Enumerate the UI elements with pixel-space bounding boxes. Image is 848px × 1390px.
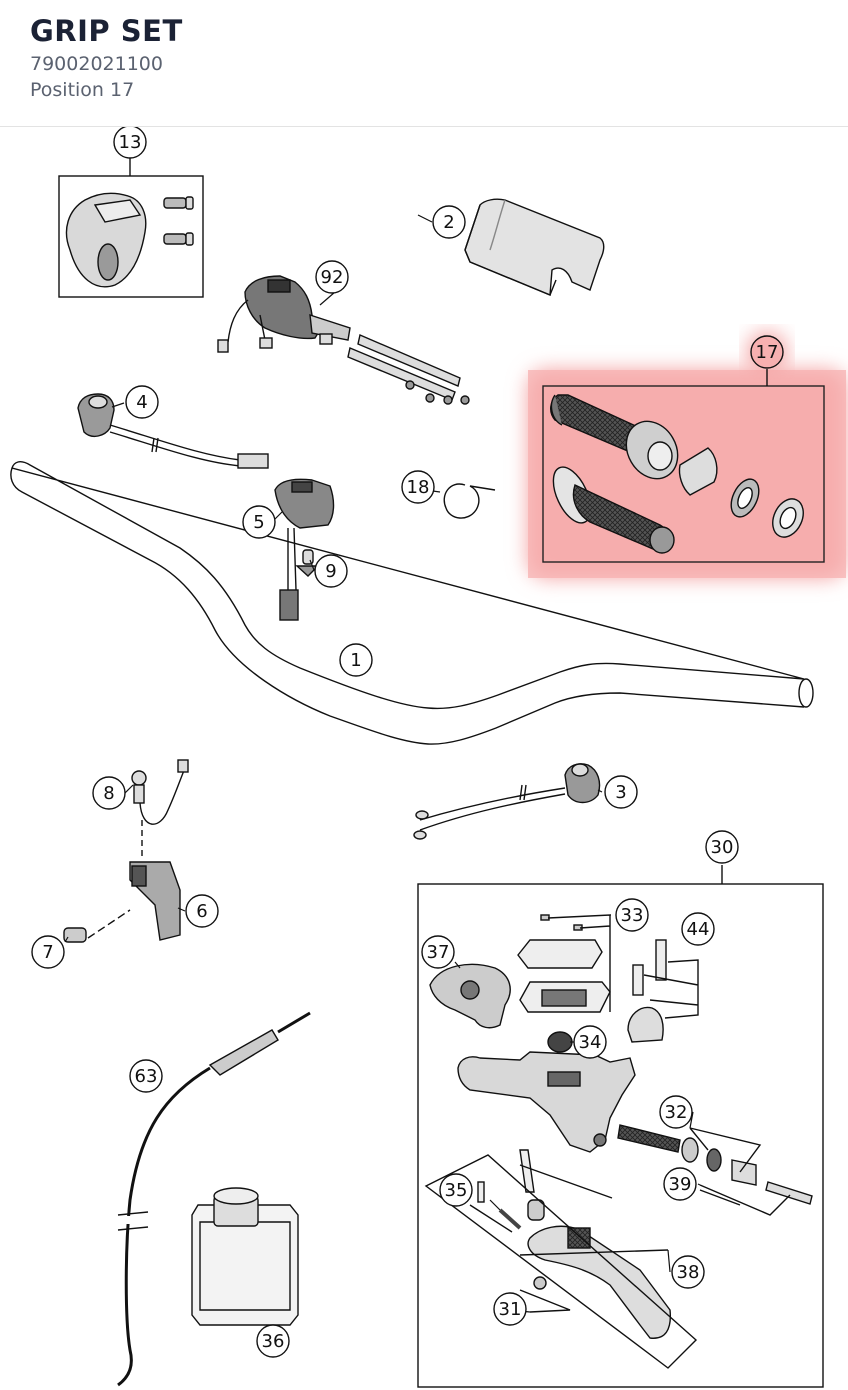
svg-text:44: 44: [687, 919, 710, 940]
callout-17[interactable]: 17: [750, 335, 784, 369]
part-4-drawing: [77, 393, 269, 469]
svg-text:9: 9: [325, 561, 336, 582]
exploded-parts-diagram: 13 2 92 17 4 18 5 9 1 8 3 6 7 30 33 44 3…: [0, 127, 848, 1390]
part-36-drawing: [191, 1187, 299, 1326]
callout-3[interactable]: 3: [604, 775, 638, 809]
part-63-drawing: [117, 1011, 311, 1387]
callout-7[interactable]: 7: [31, 935, 65, 969]
svg-text:39: 39: [669, 1174, 692, 1195]
callout-18[interactable]: 18: [401, 470, 435, 504]
part-6-drawing: [87, 820, 181, 941]
diagram-svg: 13 2 92 17 4 18 5 9 1 8 3 6 7 30 33 44 3…: [10, 127, 846, 1388]
svg-text:92: 92: [321, 267, 344, 288]
svg-text:6: 6: [196, 901, 207, 922]
svg-text:34: 34: [579, 1032, 602, 1053]
svg-text:31: 31: [499, 1299, 522, 1320]
svg-text:36: 36: [262, 1331, 285, 1352]
callout-36[interactable]: 36: [256, 1324, 290, 1358]
callout-33[interactable]: 33: [615, 898, 649, 932]
callout-9[interactable]: 9: [314, 554, 348, 588]
svg-text:32: 32: [665, 1102, 688, 1123]
callout-4[interactable]: 4: [125, 385, 159, 419]
page-title: GRIP SET: [30, 14, 183, 48]
svg-text:7: 7: [42, 942, 53, 963]
part-8-drawing: [131, 759, 189, 825]
callout-1[interactable]: 1: [339, 643, 373, 677]
svg-text:37: 37: [427, 942, 450, 963]
part-7-drawing: [63, 927, 87, 943]
svg-text:33: 33: [621, 905, 644, 926]
callout-31[interactable]: 31: [493, 1292, 527, 1326]
part-2-drawing: [464, 198, 605, 297]
svg-text:13: 13: [119, 132, 142, 153]
part-13-drawing: [58, 175, 204, 298]
svg-text:3: 3: [615, 782, 626, 803]
highlight-17: [528, 332, 846, 578]
part-92-drawing: [217, 275, 470, 405]
callout-5[interactable]: 5: [242, 505, 276, 539]
callouts: 13 2 92 17 4 18 5 9 1 8 3 6 7 30 33 44 3…: [31, 127, 784, 1358]
svg-text:18: 18: [407, 477, 430, 498]
svg-text:8: 8: [103, 783, 114, 804]
callout-38[interactable]: 38: [671, 1255, 705, 1289]
part-17-drawing: [542, 369, 825, 563]
svg-text:17: 17: [756, 342, 779, 363]
callout-35[interactable]: 35: [439, 1173, 473, 1207]
part-number: 79002021100: [30, 53, 163, 75]
callout-30[interactable]: 30: [705, 830, 739, 864]
position-label: Position 17: [30, 79, 135, 101]
callout-37[interactable]: 37: [421, 935, 455, 969]
svg-text:35: 35: [445, 1180, 468, 1201]
svg-text:4: 4: [136, 392, 147, 413]
svg-text:30: 30: [711, 837, 734, 858]
page-header: GRIP SET 79002021100 Position 17: [0, 0, 848, 127]
part-5-drawing: [274, 478, 335, 621]
callout-34[interactable]: 34: [573, 1025, 607, 1059]
part-30-drawing: [417, 865, 824, 1388]
part-3-drawing: [413, 763, 601, 840]
callout-32[interactable]: 32: [659, 1095, 693, 1129]
callout-13[interactable]: 13: [113, 127, 147, 159]
svg-text:5: 5: [253, 512, 264, 533]
callout-39[interactable]: 39: [663, 1167, 697, 1201]
callout-92[interactable]: 92: [315, 260, 349, 294]
callout-63[interactable]: 63: [129, 1059, 163, 1093]
part-18-drawing: [443, 483, 496, 519]
svg-text:63: 63: [135, 1066, 158, 1087]
svg-text:38: 38: [677, 1262, 700, 1283]
handlebar-drawing: [10, 461, 805, 745]
svg-text:2: 2: [443, 212, 454, 233]
svg-text:1: 1: [350, 650, 361, 671]
callout-6[interactable]: 6: [185, 894, 219, 928]
callout-8[interactable]: 8: [92, 776, 126, 810]
callout-44[interactable]: 44: [681, 912, 715, 946]
callout-2[interactable]: 2: [432, 205, 466, 239]
